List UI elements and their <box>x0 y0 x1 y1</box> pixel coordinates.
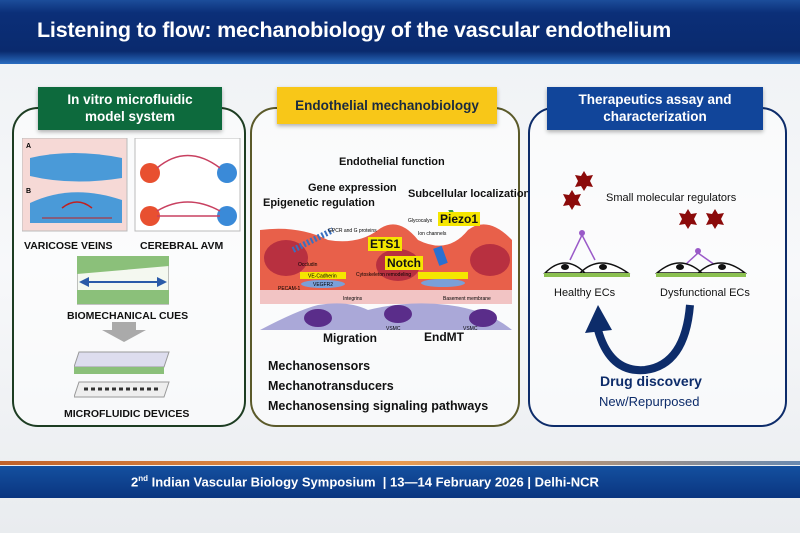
title-line: Therapeutics assay and <box>578 92 732 107</box>
label-piezo1: Piezo1 <box>438 212 481 226</box>
title-banner <box>0 0 800 64</box>
label-subcellular-localization: Subcellular localization <box>408 188 531 200</box>
figure-letter: B <box>26 188 31 195</box>
label-ve-cadherin: VE-Cadherin <box>308 274 337 280</box>
title-line: In vitro microfluidic <box>67 92 193 107</box>
ve-cadherin-bar <box>300 272 346 279</box>
panel-title-therapeutics: Therapeutics assay and characterization <box>547 87 763 130</box>
vein-shape <box>30 153 122 182</box>
footer-banner <box>0 466 800 498</box>
label-new-repurposed: New/Repurposed <box>599 394 700 409</box>
ordinal-number: 2 <box>131 474 139 490</box>
label-dysfunctional-ecs: Dysfunctional ECs <box>660 287 750 299</box>
nucleus <box>470 244 510 276</box>
basement-membrane <box>260 290 512 304</box>
down-arrow-icon <box>102 322 146 342</box>
vein-shape <box>30 192 122 223</box>
panel-title-microfluidic: In vitro microfluidic model system <box>38 87 222 130</box>
ordinal-suffix: nd <box>138 474 149 483</box>
footer-text: 2nd Indian Vascular Biology Symposium | … <box>131 474 599 489</box>
notch-highlight: Notch <box>385 256 423 270</box>
ets1-highlight: ETS1 <box>368 237 403 251</box>
svg-text:VSMC: VSMC <box>463 326 478 332</box>
label-drug-discovery: Drug discovery <box>600 373 702 389</box>
svg-text:Basement membrane: Basement membrane <box>443 296 491 302</box>
dysfunctional-cells <box>654 248 748 277</box>
label-endmt: EndMT <box>424 330 464 344</box>
list-item: Mechanosensors <box>268 359 371 373</box>
label-small-molecular-regulators: Small molecular regulators <box>606 192 737 204</box>
label-healthy-ecs: Healthy ECs <box>554 287 616 299</box>
label-epigenetic-regulation: Epigenetic regulation <box>263 197 375 209</box>
biomechanical-cues-figure <box>77 256 169 305</box>
molecule-star-icon <box>679 209 697 229</box>
label-varicose-veins: VARICOSE VEINS <box>24 240 113 252</box>
label-glycocalyx: Glycocalyx <box>408 218 433 224</box>
label-gpcr: GPCR and G proteins <box>328 228 377 234</box>
label-biomechanical-cues: BIOMECHANICAL CUES <box>67 310 189 322</box>
molecule-star-icon <box>575 171 593 191</box>
symposium-info: Indian Vascular Biology Symposium | 13—1… <box>148 474 599 490</box>
microfluidic-device-figure <box>74 322 170 398</box>
molecule-star-icon <box>563 190 581 210</box>
therapeutics-figure <box>543 171 748 375</box>
label-migration: Migration <box>323 331 377 345</box>
disease-figures: A B <box>22 138 241 232</box>
label-gene-expression: Gene expression <box>308 182 397 194</box>
title-line: characterization <box>603 109 707 124</box>
mechanobiology-list: Mechanosensors Mechanotransducers Mechan… <box>268 356 488 416</box>
label-vegfr2: VEGFR2 <box>313 282 333 288</box>
svg-text:VSMC: VSMC <box>386 326 401 332</box>
label-ets1: ETS1 <box>368 237 403 251</box>
label-notch: Notch <box>385 256 423 270</box>
label-pecam1: PECAM-1 <box>278 286 300 292</box>
title-line: model system <box>84 109 176 124</box>
label-ion-channels: Ion channels <box>418 231 447 237</box>
figure-letter: A <box>26 143 31 150</box>
svg-text:Integrins: Integrins <box>343 296 363 302</box>
label-cerebral-avm: CEREBRAL AVM <box>140 240 224 252</box>
label-endothelial-function: Endothelial function <box>339 156 445 168</box>
divider-line <box>0 461 800 465</box>
label-microfluidic-devices: MICROFLUIDIC DEVICES <box>64 408 190 420</box>
page-title: Listening to flow: mechanobiology of the… <box>37 18 672 42</box>
ion-channel-icon <box>433 245 448 266</box>
list-item: Mechanosensing signaling pathways <box>268 399 489 413</box>
cycle-arrow-icon <box>594 304 694 375</box>
endothelium-diagram: GPCR and G proteins Occludin VE-Cadherin… <box>260 210 512 332</box>
molecule-star-icon <box>706 209 724 229</box>
list-item: Mechanotransducers <box>268 379 394 393</box>
panel-title-mechanobiology: Endothelial mechanobiology <box>277 87 497 124</box>
vegfr2-shape <box>301 280 345 288</box>
healthy-cells <box>543 230 631 277</box>
label-cytoskeleton-remodeling: Cytoskeleton remodeling <box>356 272 411 278</box>
label-occludin: Occludin <box>298 262 318 268</box>
piezo1-highlight: Piezo1 <box>438 212 481 226</box>
